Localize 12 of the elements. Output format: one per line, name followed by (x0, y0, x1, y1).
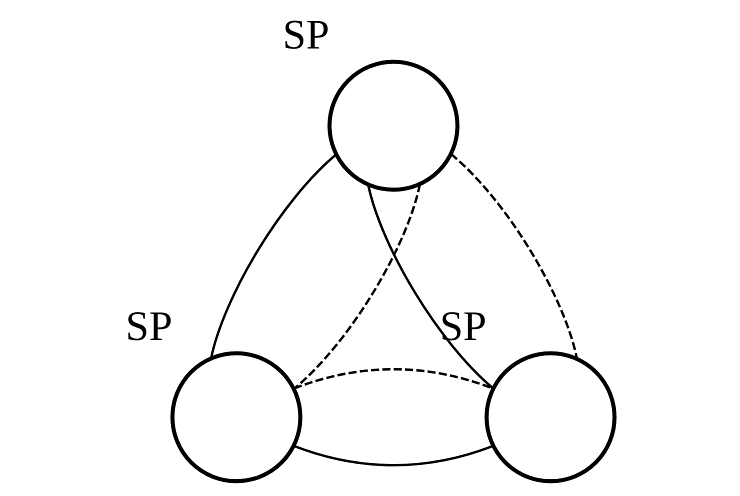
node-label: SP (282, 11, 330, 58)
node-circle (328, 60, 460, 192)
node-circle (484, 351, 617, 484)
node-label: SP (440, 302, 487, 350)
connector (294, 444, 494, 466)
connector (367, 184, 494, 390)
connector (450, 153, 578, 359)
connector (294, 368, 494, 390)
node-circle (170, 351, 302, 484)
connector (210, 154, 337, 358)
connector (293, 184, 422, 390)
node-label: SP (126, 302, 172, 350)
